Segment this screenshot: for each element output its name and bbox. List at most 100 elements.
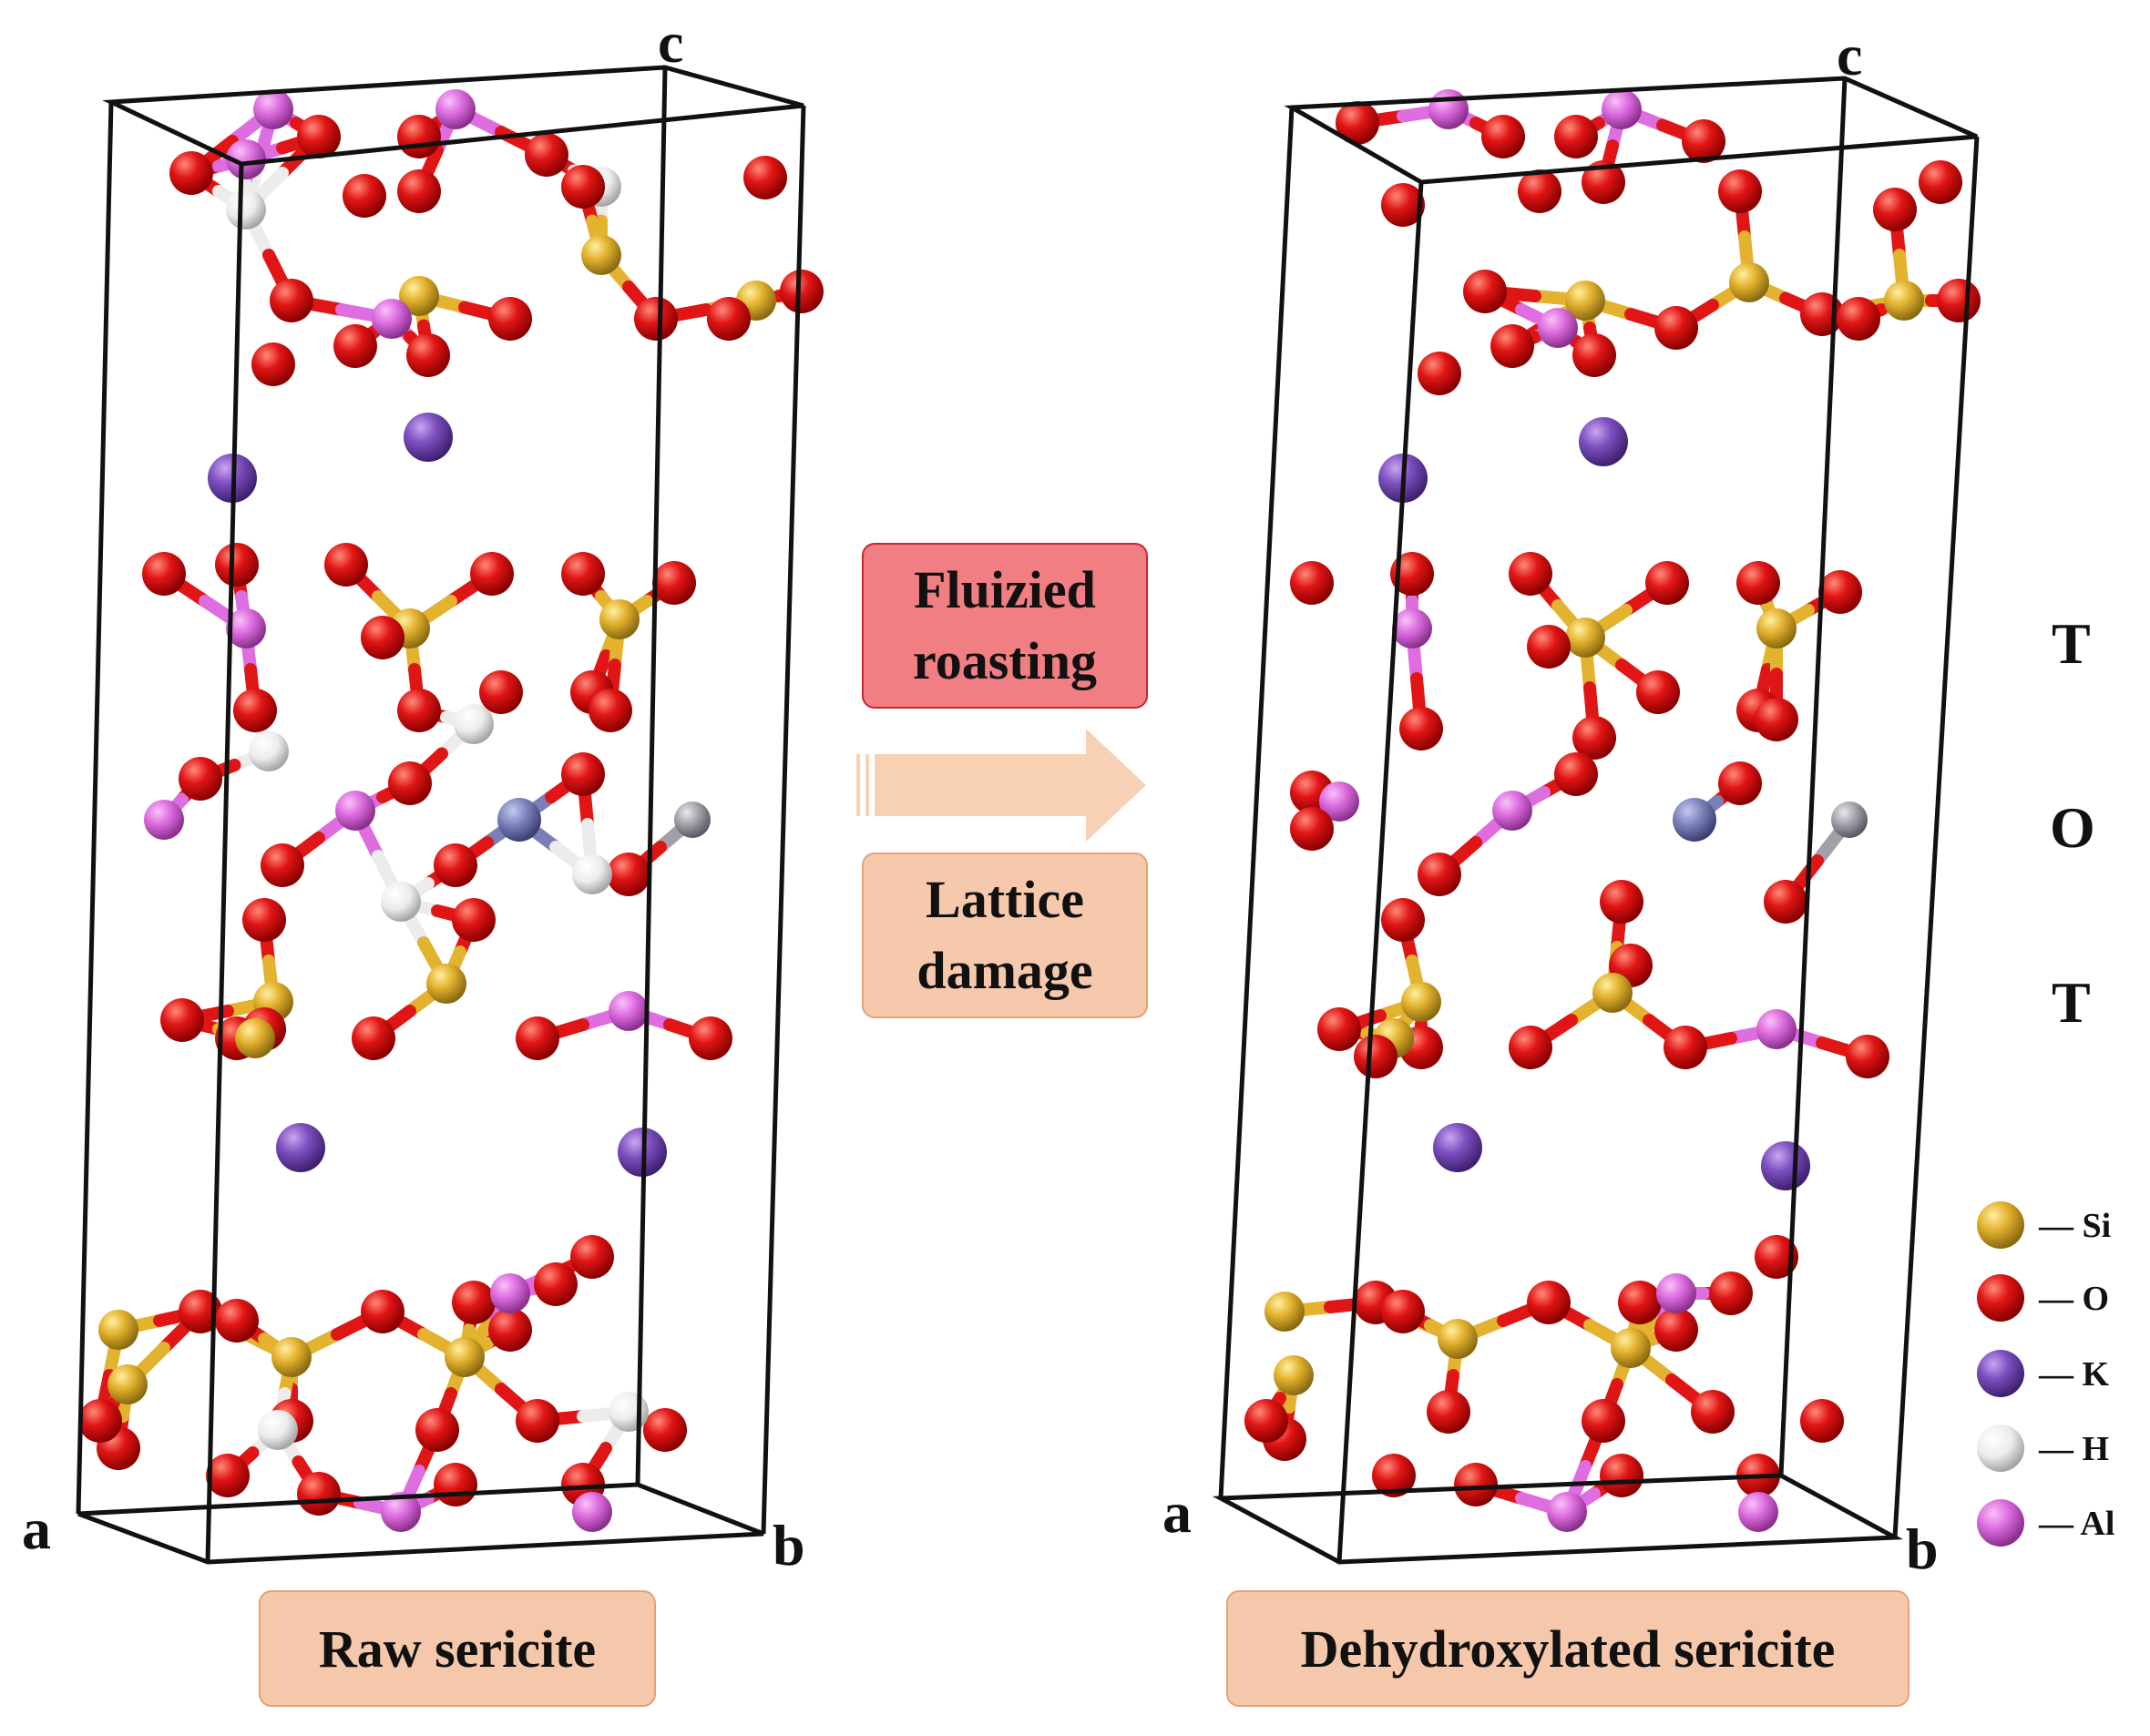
unit-cell-box [76,65,806,1565]
o-atom [1873,188,1917,231]
o-atom [169,151,213,195]
o-atom [1919,160,1962,204]
o-atom [1554,752,1598,796]
arrow-tail-stripe [856,754,860,816]
o-atom [780,270,824,313]
o-atom [179,757,222,801]
al-atom [1602,89,1642,129]
o-atom [388,761,432,805]
ti-atom [674,802,711,838]
o-atom [1572,333,1616,377]
o-atom [1290,561,1334,605]
o-atom [215,543,259,587]
si-atom [1611,1328,1651,1368]
atom-set [1244,89,1981,1532]
o-atom [1381,1290,1425,1333]
o-atom [1691,1390,1735,1434]
k-atom [404,413,453,462]
o-atom [215,1299,259,1343]
o-atom [1736,561,1780,605]
o-atom [1600,1454,1643,1497]
k-atom [1433,1123,1482,1172]
o-atom [1718,761,1762,805]
arrow-tail-stripe [865,754,869,816]
axis-label-c: c [1837,23,1862,87]
o-atom [1372,1454,1416,1497]
o-atom [361,616,404,659]
axis-label-b: b [1906,1516,1939,1581]
k-atom [1579,417,1628,466]
legend-item-o: — O [1977,1274,2109,1322]
o-atom [1682,119,1725,163]
o-atom [1336,101,1379,145]
o-atom [1390,552,1434,596]
caption-raw-sericite: Raw sericite [259,1590,656,1707]
al-atom [381,1492,421,1532]
o-atom [324,543,368,587]
h-atom [249,731,289,771]
o-atom [516,1399,559,1443]
ti-atom [1831,802,1868,838]
arrow-body [875,729,1146,842]
o-atom [361,1290,404,1333]
o-atom [1636,670,1680,714]
svg-text:— K: — K [2038,1355,2110,1394]
o-atom [452,898,496,942]
si-atom [1565,281,1605,321]
axis-label-a: a [22,1496,51,1561]
o-atom [1381,183,1425,227]
legend-item-al: — Al [1977,1499,2114,1547]
si-atom [1438,1319,1478,1359]
o-atom [1582,1399,1625,1443]
o-atom [352,1016,395,1060]
o-atom [561,552,605,596]
o-atom [343,174,386,218]
atom-set [78,89,824,1532]
layer-label-o: O [2050,795,2095,860]
al-atom [144,800,184,840]
si-atom [599,599,640,639]
k-atom [1761,1141,1810,1190]
o-atom [1290,807,1334,851]
al-atom [372,299,412,339]
o-atom [1800,1399,1844,1443]
al-atom [1756,1009,1797,1049]
o-atom [1818,570,1862,614]
layer-label-t-bottom: T [2052,970,2091,1035]
si-atom [1592,973,1633,1013]
al-atom [1547,1492,1587,1532]
o-atom [1572,716,1616,760]
axis-label-c: c [658,10,683,75]
o-atom [1354,1035,1398,1078]
o-atom [707,297,751,341]
o-atom [434,843,477,887]
o-atom [479,670,523,714]
o-atom [1709,1271,1753,1315]
o-atom [470,552,514,596]
h-atom [258,1410,298,1450]
o-atom [1463,270,1507,313]
o-atom [1764,880,1807,924]
o-atom [297,1472,341,1516]
si-atom [98,1310,138,1350]
o-atom [1490,324,1534,368]
o-atom [1454,1463,1498,1506]
al-atom [609,991,649,1031]
al-atom [253,89,293,129]
o-atom [1418,352,1461,395]
si-atom [581,235,621,275]
axis-label-a: a [1162,1480,1192,1545]
o-atom [634,297,678,341]
o-atom [261,843,304,887]
o-atom [1518,169,1561,213]
si-atom [445,1337,485,1377]
si-atom [1729,262,1769,302]
fe-atom [1673,798,1716,842]
o-atom [242,898,286,942]
si-atom [235,1018,275,1058]
al-atom [435,89,476,129]
al-atom [1492,791,1532,831]
si-atom [1756,608,1797,648]
o-atom [251,342,295,386]
